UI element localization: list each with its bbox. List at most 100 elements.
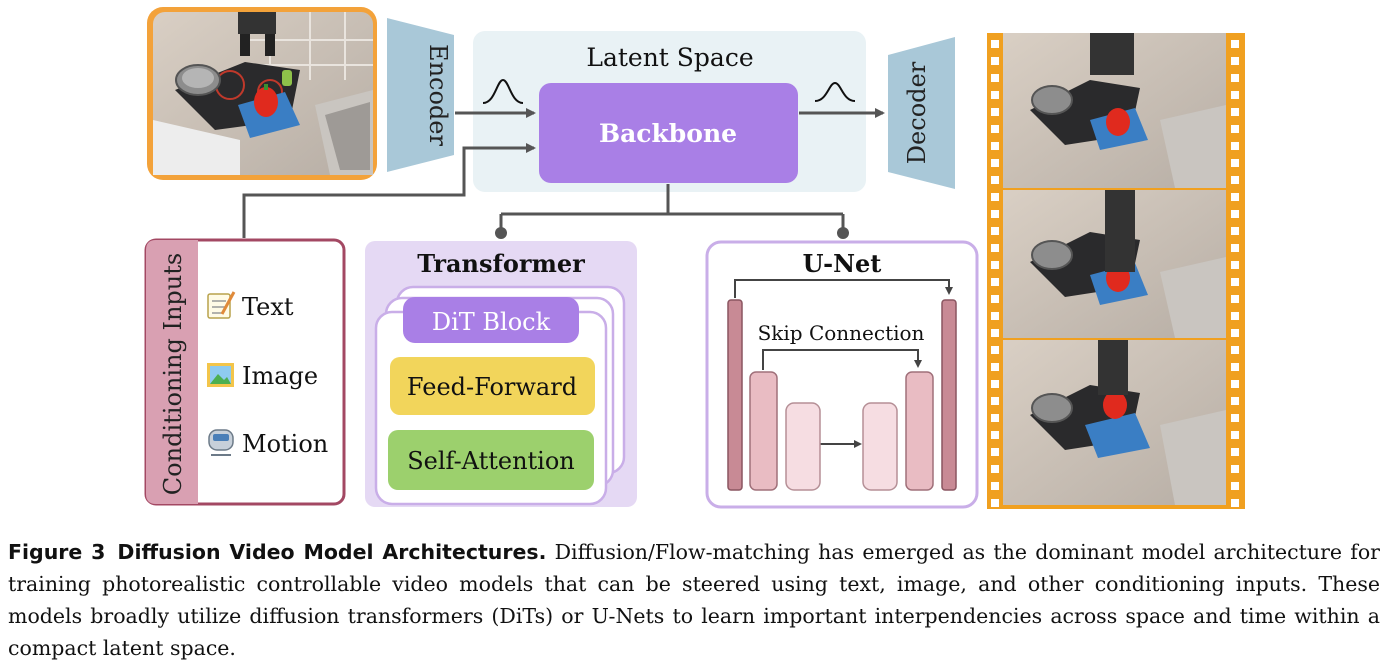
output-film-strip <box>987 33 1245 509</box>
sprocket-hole <box>1231 363 1239 371</box>
conditioning-inputs-title: Conditioning Inputs <box>159 253 187 495</box>
latent-space-title: Latent Space <box>586 43 753 72</box>
sprocket-hole <box>1231 210 1239 218</box>
skip-connection-label: Skip Connection <box>758 321 925 345</box>
sprocket-hole <box>991 210 999 218</box>
sprocket-hole <box>1231 397 1239 405</box>
output-frame-2 <box>1003 190 1226 338</box>
figure-caption: Figure 3 Diffusion Video Model Architectu… <box>8 536 1380 664</box>
sprocket-hole <box>991 380 999 388</box>
train-icon <box>208 429 234 456</box>
sprocket-hole <box>991 295 999 303</box>
connectors <box>242 108 885 238</box>
sprocket-hole <box>1231 176 1239 184</box>
sprocket-hole <box>1231 414 1239 422</box>
figure-title: Diffusion Video Model Architectures. <box>117 540 547 564</box>
sprocket-hole <box>991 142 999 150</box>
sprocket-hole <box>991 176 999 184</box>
sprocket-hole <box>1231 108 1239 116</box>
decoder-block: Decoder <box>888 37 955 189</box>
sprocket-hole <box>991 278 999 286</box>
backbone-block <box>539 83 798 183</box>
sprocket-hole <box>1231 278 1239 286</box>
output-frame-1 <box>1003 33 1226 188</box>
unet-layer-enc-1 <box>727 299 743 491</box>
unet-connector-dot <box>837 227 849 239</box>
sprocket-hole <box>991 91 999 99</box>
transformer-panel: Transformer DiT Block Feed-Forward Self-… <box>365 241 637 507</box>
sprocket-hole <box>1231 499 1239 507</box>
unet-layer-enc-3 <box>785 402 821 491</box>
sprocket-hole <box>1231 227 1239 235</box>
sprocket-hole <box>991 108 999 116</box>
sprocket-hole <box>991 329 999 337</box>
gaussian-curve-out <box>814 81 856 102</box>
transformer-title: Transformer <box>417 249 585 278</box>
sprocket-hole <box>991 193 999 201</box>
sprocket-hole <box>991 482 999 490</box>
output-frame-3 <box>1003 340 1226 505</box>
self-attention-label: Self-Attention <box>407 447 575 475</box>
feed-forward-block <box>390 357 595 415</box>
sprocket-hole <box>1231 91 1239 99</box>
conditioning-item-motion: Motion <box>242 430 328 458</box>
sprocket-hole <box>1231 57 1239 65</box>
sprocket-hole <box>1231 329 1239 337</box>
figure-caption-text: Diffusion/Flow-matching has emerged as t… <box>8 540 1380 660</box>
sprocket-hole <box>1231 159 1239 167</box>
sprocket-hole <box>991 74 999 82</box>
picture-icon <box>207 363 234 387</box>
sprocket-hole <box>1231 125 1239 133</box>
sprocket-hole <box>1231 380 1239 388</box>
sprocket-hole <box>1231 40 1239 48</box>
unet-panel: U-Net Skip Connection <box>705 240 979 509</box>
sprocket-hole <box>991 40 999 48</box>
sprocket-hole <box>991 159 999 167</box>
sprocket-hole <box>991 499 999 507</box>
conditioning-item-text: Text <box>242 293 294 321</box>
sprocket-hole <box>991 397 999 405</box>
sprocket-hole <box>991 57 999 65</box>
sprocket-hole <box>991 346 999 354</box>
input-video-frame <box>147 7 377 180</box>
latent-space-panel: Latent Space Backbone <box>473 31 866 192</box>
encoder-block: Encoder <box>387 18 454 172</box>
unet-title: U-Net <box>803 249 882 278</box>
sprocket-hole <box>991 414 999 422</box>
backbone-label: Backbone <box>599 119 737 148</box>
sprocket-hole <box>991 363 999 371</box>
film-sprocket-holes <box>991 40 1239 507</box>
sprocket-hole <box>1231 431 1239 439</box>
conditioning-inputs-panel: Conditioning Inputs Text Image Motion <box>144 238 346 506</box>
sprocket-hole <box>991 448 999 456</box>
memo-icon <box>207 291 236 319</box>
sprocket-hole <box>1231 346 1239 354</box>
architecture-diagram: Encoder Latent Space Backbone Decoder Co… <box>144 7 1245 509</box>
dit-block <box>403 297 579 343</box>
self-attention-block <box>388 430 594 490</box>
feed-forward-label: Feed-Forward <box>407 373 577 401</box>
dit-block-label: DiT Block <box>432 308 551 336</box>
unet-layer-dec-1 <box>941 299 957 491</box>
sprocket-hole <box>991 465 999 473</box>
sprocket-hole <box>1231 295 1239 303</box>
gaussian-curve-in <box>482 78 524 104</box>
sprocket-hole <box>991 227 999 235</box>
transformer-connector-dot <box>495 227 507 239</box>
encoder-label: Encoder <box>424 44 452 146</box>
sprocket-hole <box>991 312 999 320</box>
sprocket-hole <box>1231 74 1239 82</box>
sprocket-hole <box>991 431 999 439</box>
figure-label: Figure 3 <box>8 540 106 564</box>
sprocket-hole <box>991 244 999 252</box>
unet-layer-enc-2 <box>749 371 778 491</box>
unet-layer-dec-2 <box>905 371 934 491</box>
sprocket-hole <box>991 125 999 133</box>
sprocket-hole <box>1231 193 1239 201</box>
sprocket-hole <box>1231 465 1239 473</box>
sprocket-hole <box>1231 312 1239 320</box>
sprocket-hole <box>1231 261 1239 269</box>
sprocket-hole <box>991 261 999 269</box>
unet-layer-dec-3 <box>862 402 898 491</box>
sprocket-hole <box>1231 244 1239 252</box>
